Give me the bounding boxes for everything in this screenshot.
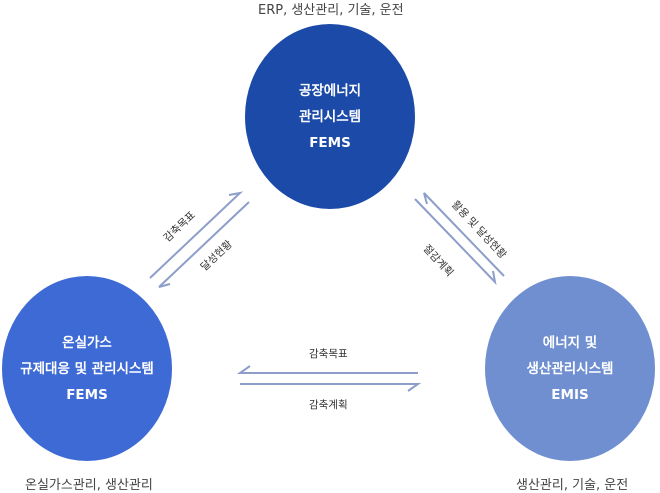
fems-factory-line1: 공장에너지 — [298, 82, 362, 99]
fems-ghg-line1: 온실가스 — [62, 334, 112, 351]
emis-line2: 생산관리시스템 — [526, 360, 614, 377]
fems-ghg-node: 온실가스 규제대응 및 관리시스템 FEMS — [2, 276, 172, 461]
edge-label-bottom-bottom: 감축계획 — [309, 399, 348, 411]
arrow-left-to-top — [149, 191, 244, 279]
left-caption: 온실가스관리, 생산관리 — [25, 478, 153, 493]
fems-factory-line3: FEMS — [309, 134, 351, 151]
fems-ghg-line3: FEMS — [66, 386, 108, 403]
fems-factory-node: 공장에너지 관리시스템 FEMS — [245, 24, 415, 209]
arrow-right-to-top — [423, 192, 505, 277]
emis-node: 에너지 및 생산관리시스템 EMIS — [485, 276, 655, 461]
emis-line3: EMIS — [551, 386, 589, 403]
edge-label-bottom-top: 감축목표 — [309, 348, 348, 360]
arrow-right-to-left — [236, 365, 418, 374]
fems-ghg-line2: 규제대응 및 관리시스템 — [20, 360, 154, 377]
arrow-top-to-right — [414, 198, 497, 286]
arrow-top-to-left — [158, 201, 250, 288]
right-caption: 생산관리, 기술, 운전 — [516, 478, 629, 493]
fems-factory-line2: 관리시스템 — [298, 108, 362, 125]
top-caption: ERP, 생산관리, 기술, 운전 — [258, 3, 404, 18]
arrow-left-to-right — [240, 383, 422, 392]
emis-line1: 에너지 및 — [542, 334, 598, 351]
